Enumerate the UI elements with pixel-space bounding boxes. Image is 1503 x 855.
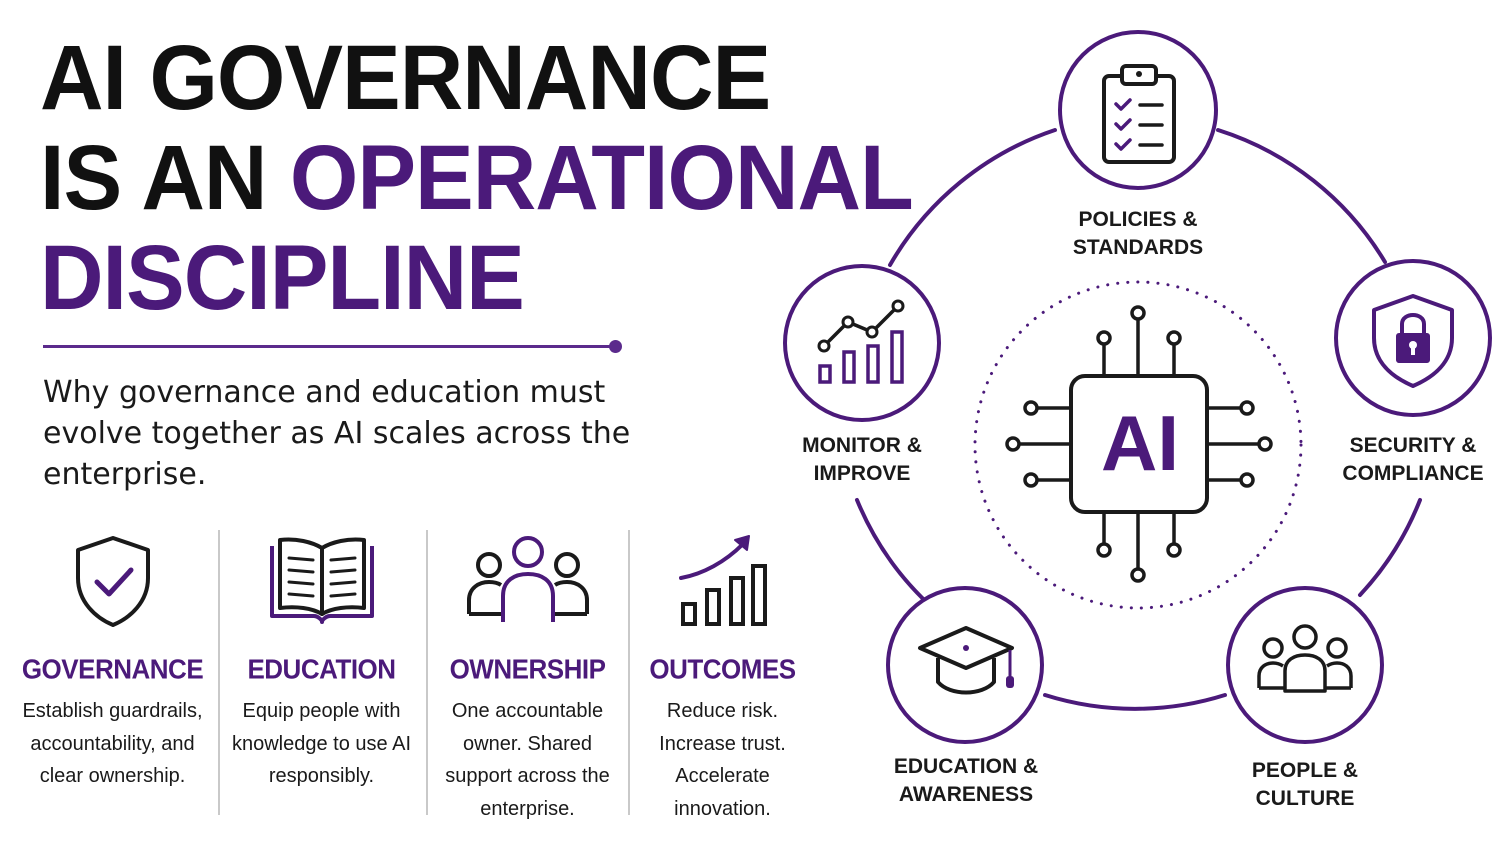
node-label-line: EDUCATION & <box>893 755 1039 778</box>
team-icon <box>466 536 589 622</box>
ai-center-label: AI <box>1101 399 1179 487</box>
node-label-line: STANDARDS <box>1072 236 1204 259</box>
subtitle: Why governance and education must evolve… <box>43 375 631 492</box>
node-circle-education <box>886 586 1044 744</box>
node-label-line: SECURITY & <box>1349 434 1477 457</box>
node-label-line: PEOPLE & <box>1251 759 1359 782</box>
headline: AI GOVERNANCE IS AN OPERATIONAL DISCIPLI… <box>40 25 914 329</box>
pillar-title: OWNERSHIP <box>449 653 606 685</box>
pillar-text: Establish guardrails, accountability, an… <box>22 700 203 787</box>
open-book-icon <box>269 537 374 624</box>
growth-chart-icon <box>678 535 767 626</box>
headline-line-1: AI GOVERNANCE <box>40 25 771 129</box>
ai-chip-icon <box>1005 305 1273 583</box>
analytics-chart-icon <box>817 299 905 384</box>
node-label-policies: POLICIES & STANDARDS <box>1048 206 1228 262</box>
column-divider <box>218 530 220 815</box>
graduation-cap-icon <box>918 626 1014 695</box>
headline-line-3: DISCIPLINE <box>40 225 525 329</box>
node-label-line: MONITOR & <box>802 434 922 457</box>
headline-divider <box>43 345 613 348</box>
clipboard-checklist-icon <box>1102 64 1176 164</box>
pillar-outcomes: OUTCOMES Reduce risk. Increase trust. Ac… <box>630 530 815 820</box>
pillar-governance: GOVERNANCE Establish guardrails, account… <box>10 530 215 787</box>
headline-line-2-accent: OPERATIONAL <box>289 125 914 229</box>
padlock-shield-icon <box>1372 294 1454 388</box>
node-label-people: PEOPLE & CULTURE <box>1215 757 1395 813</box>
pillar-text: One accountable owner. Shared support ac… <box>445 700 610 820</box>
pillar-text: Equip people with knowledge to use AI re… <box>231 700 411 787</box>
headline-line-2-prefix: IS AN <box>40 125 290 229</box>
node-label-line: COMPLIANCE <box>1342 462 1484 485</box>
people-group-icon <box>1257 624 1353 693</box>
column-divider <box>426 530 428 815</box>
node-circle-monitor <box>783 264 941 422</box>
pillar-text: Reduce risk. Increase trust. Accelerate … <box>659 700 786 820</box>
column-divider <box>628 530 630 815</box>
shield-check-icon <box>75 536 150 627</box>
headline-divider-dot <box>609 340 622 353</box>
node-label-line: POLICIES & <box>1078 208 1198 231</box>
node-circle-policies <box>1058 30 1218 190</box>
inner-dotted-ring <box>973 280 1303 610</box>
headline-line-2: IS AN OPERATIONAL <box>40 125 914 229</box>
pillar-title: OUTCOMES <box>649 653 796 685</box>
pillar-ownership: OWNERSHIP One accountable owner. Shared … <box>430 530 625 820</box>
pillar-title: EDUCATION <box>247 653 396 685</box>
pillar-education: EDUCATION Equip people with knowledge to… <box>224 530 419 787</box>
node-label-line: CULTURE <box>1255 787 1355 810</box>
node-label-education: EDUCATION & AWARENESS <box>866 753 1066 809</box>
pillar-title: GOVERNANCE <box>21 653 204 685</box>
node-label-line: IMPROVE <box>813 462 911 485</box>
node-label-monitor: MONITOR & IMPROVE <box>772 432 952 488</box>
node-label-security: SECURITY & COMPLIANCE <box>1323 432 1503 488</box>
cycle-ring <box>855 128 1422 711</box>
node-circle-people <box>1226 586 1384 744</box>
node-label-line: AWARENESS <box>898 783 1034 806</box>
